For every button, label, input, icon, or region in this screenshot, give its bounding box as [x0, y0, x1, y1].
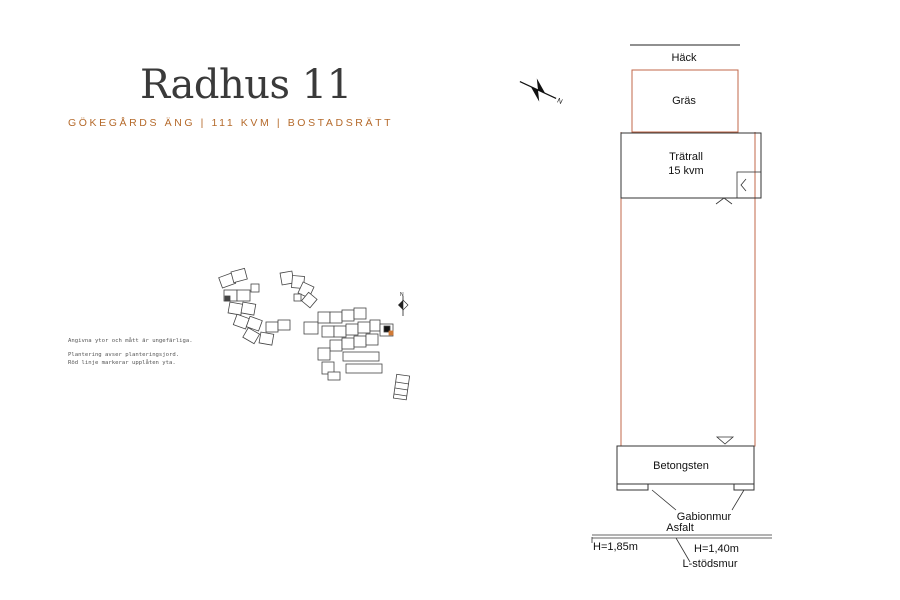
lawn-area: [631, 69, 739, 133]
height-left-label: H=1,85m: [593, 541, 638, 553]
gabion-wall-left: [616, 484, 649, 491]
page-title: Radhus 11: [140, 62, 352, 108]
plan-north-label: N: [556, 97, 564, 105]
concrete-area: [616, 445, 755, 485]
concrete-label: Betongsten: [653, 460, 709, 472]
hedge-label: Häck: [671, 52, 697, 64]
entry-marker-bottom-icon: [715, 436, 735, 445]
notes: Angivna ytor och mått är ungefärliga. Pl…: [68, 337, 193, 368]
gabion-leader-right: [731, 489, 745, 511]
deck-label: Trätrall: [669, 151, 703, 163]
north-arrow-icon: N: [519, 78, 564, 106]
deck-area: [620, 132, 762, 199]
retaining-wall-label: L-stödsmur: [682, 558, 737, 570]
site-block-north: [279, 270, 318, 309]
plot-boundary: [620, 132, 756, 447]
asphalt-label: Asfalt: [666, 522, 694, 534]
note-approximate: Angivna ytor och mått är ungefärliga.: [68, 338, 193, 344]
gabion-wall-right: [733, 484, 755, 491]
step-arrow-icon: [740, 178, 747, 192]
site-block-west: [218, 267, 291, 346]
height-right-label: H=1,40m: [694, 543, 739, 555]
deck-area-label: 15 kvm: [668, 165, 703, 177]
site-north-arrow-icon: N: [398, 292, 409, 316]
lawn-label: Gräs: [672, 95, 696, 107]
gabion-label: Gabionmur: [677, 511, 732, 523]
gabion-leader-left: [651, 489, 677, 511]
note-planting: Plantering avser planteringsjord.: [68, 351, 180, 358]
entry-marker-top-icon: [715, 197, 733, 205]
retaining-wall-leader: [675, 537, 691, 563]
site-north-label: N: [400, 292, 404, 298]
site-map: [218, 267, 411, 401]
steps: [736, 171, 762, 199]
page-subtitle: GÖKEGÅRDS ÄNG | 111 KVM | BOSTADSRÄTT: [68, 117, 394, 129]
site-plan: Häck Gräs Trätrall 15 kvm Betongsten Gab…: [591, 44, 772, 570]
note-red-line: Röd linje markerar upplåten yta.: [68, 360, 176, 366]
site-block-central: [303, 307, 394, 381]
site-block-southeast: [392, 373, 411, 401]
